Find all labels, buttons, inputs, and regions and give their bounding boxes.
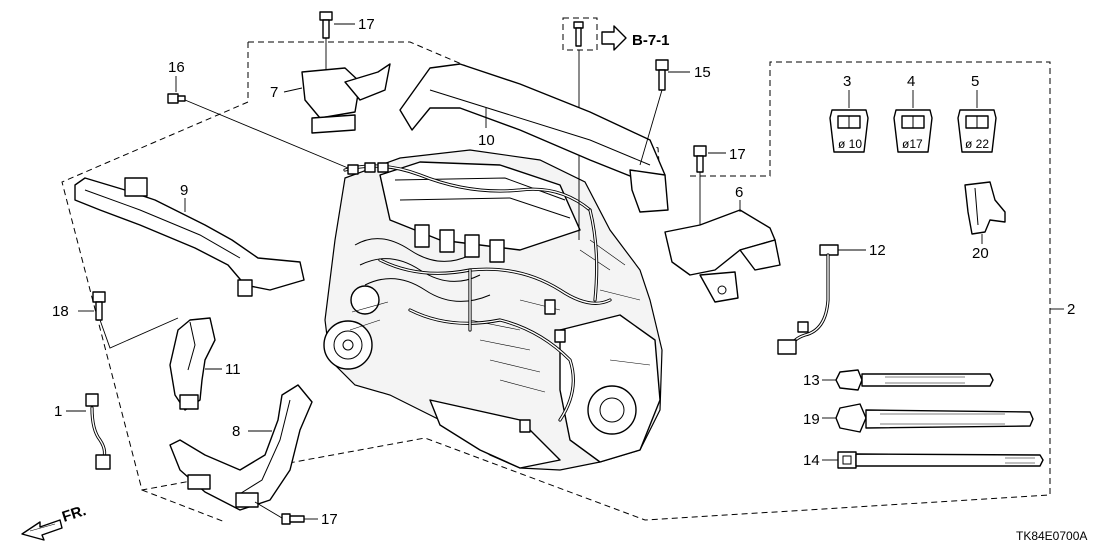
front-arrow-icon [21, 519, 63, 541]
part-12-sub-harness [777, 244, 866, 355]
callout-8: 8 [232, 423, 240, 440]
callout-18: 18 [52, 303, 69, 320]
part-4-grommet [893, 90, 933, 153]
part-20-clip [964, 181, 1006, 244]
assembly-boundary [61, 41, 1051, 523]
callout-2: 2 [1067, 301, 1075, 318]
part-1-sub-harness [66, 393, 111, 470]
callout-16: 16 [168, 59, 185, 76]
front-direction-label: FR. [60, 502, 88, 526]
callout-13: 13 [803, 372, 820, 389]
callout-9: 9 [180, 182, 188, 199]
part-9-harness-cover [74, 177, 305, 297]
callout-7: 7 [270, 84, 278, 101]
callout-3: 3 [843, 73, 851, 90]
callout-14: 14 [803, 452, 820, 469]
part-16-bolt [167, 76, 349, 169]
callout-15: 15 [694, 64, 711, 81]
grommet-5-size: ø 22 [965, 137, 989, 151]
callout-6: 6 [735, 184, 743, 201]
part-15-bolt [639, 59, 690, 166]
grommet-4-size: ø17 [902, 137, 923, 151]
part-3-grommet [829, 90, 869, 153]
diagram-code: TK84E0700A [1016, 529, 1087, 543]
callout-12: 12 [869, 242, 886, 259]
grommet-3-size: ø 10 [838, 137, 862, 151]
callout-17-top: 17 [358, 16, 375, 33]
part-13-cable-tie [822, 369, 994, 391]
part-19-cable-tie [822, 403, 1034, 433]
part-7-bracket [283, 63, 391, 134]
part-17-bolt-top [319, 11, 355, 72]
callout-1: 1 [54, 403, 62, 420]
part-10-harness-cover [399, 63, 669, 213]
callout-11: 11 [225, 361, 241, 378]
section-reference: B-7-1 [632, 32, 670, 49]
part-11-bracket [169, 317, 222, 411]
part-14-cable-tie [822, 451, 1044, 469]
part-18-bolt [78, 291, 179, 349]
callout-5: 5 [971, 73, 979, 90]
callout-20: 20 [972, 245, 989, 262]
engine-assembly [323, 149, 663, 471]
callout-19: 19 [803, 411, 820, 428]
callout-17-right: 17 [729, 146, 746, 163]
callout-10: 10 [478, 132, 495, 149]
part-8-bracket [169, 384, 313, 511]
callout-4: 4 [907, 73, 915, 90]
part-6-bracket [664, 200, 781, 303]
arrow-ref-icon [601, 25, 627, 51]
callout-17-bottom: 17 [321, 511, 338, 528]
part-5-grommet [957, 90, 997, 153]
part-17-bolt-bottom [254, 501, 318, 525]
